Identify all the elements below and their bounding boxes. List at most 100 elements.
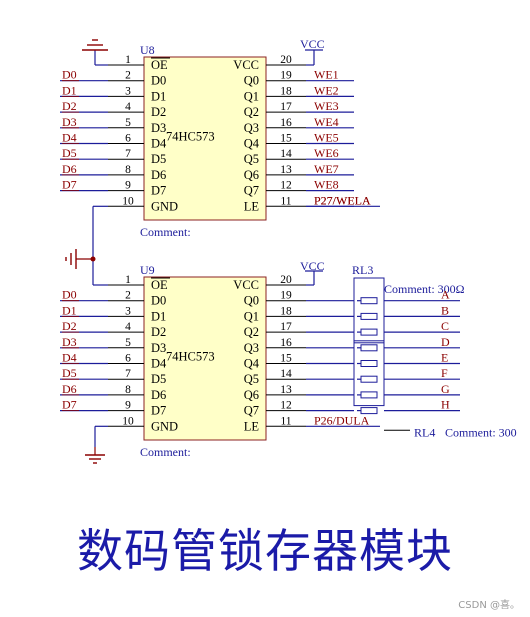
u9-ref: U9 <box>140 263 155 277</box>
u9-pin-number: 9 <box>125 400 131 412</box>
u9-pin-number: 4 <box>125 321 131 333</box>
u9-body <box>143 276 267 441</box>
u9-pin-number: 7 <box>125 368 131 380</box>
u9-pin-number: 10 <box>122 415 134 427</box>
u9-pin-number: 19 <box>280 290 292 302</box>
u8-pin-name: D2 <box>151 105 166 119</box>
u8-net-label-left: D1 <box>62 83 77 97</box>
u9-pin-name: Q1 <box>244 309 259 323</box>
u9-net-label-left: D2 <box>62 319 77 333</box>
u9-pin-name: Q6 <box>244 388 259 402</box>
u8-net-label-right: WE7 <box>314 162 339 176</box>
u8-net-label-right: P27/WELA <box>314 193 371 207</box>
u8-pin-name: Q4 <box>244 137 260 151</box>
u9-pin-name: Q4 <box>244 357 260 371</box>
u9-pin-number: 12 <box>280 400 292 412</box>
u9-net-label-left: D6 <box>62 382 77 396</box>
u9-pin-name: D3 <box>151 341 166 355</box>
u8-net-label-left: D6 <box>62 162 77 176</box>
segment-net-label: G <box>441 382 450 396</box>
u8-pin-number: 12 <box>280 180 292 192</box>
u9-pin-name: OE <box>151 278 168 292</box>
segment-net-label: A <box>441 288 450 302</box>
u8-pin-name: Q0 <box>244 74 259 88</box>
u8-pin-name: LE <box>244 199 260 213</box>
u9-pin-number: 8 <box>125 384 131 396</box>
u8-net-label-left: D0 <box>62 68 77 82</box>
rl3-body <box>353 277 385 344</box>
u9-net-label-left: D1 <box>62 303 77 317</box>
u9-pin-name: D7 <box>151 404 166 418</box>
u9-pin-name: Q0 <box>244 294 259 308</box>
u9-pin-name: Q5 <box>244 372 259 386</box>
resistor-element <box>360 375 378 383</box>
u8-pin-number: 15 <box>280 133 292 145</box>
caption-title: 数码管锁存器模块 <box>77 524 453 578</box>
segment-net-label: F <box>441 366 448 380</box>
u9-pin-name: Q3 <box>244 341 259 355</box>
u9-pin-name: D5 <box>151 372 166 386</box>
rl4-comment: Comment: 300 <box>445 425 517 439</box>
u8-pin-name: Q6 <box>244 168 259 182</box>
u9-pin-number: 15 <box>280 353 292 365</box>
u8-pin-name: VCC <box>233 58 259 72</box>
u9-net-label-left: D3 <box>62 335 77 349</box>
segment-net-label: C <box>441 319 449 333</box>
u9-pin-number: 2 <box>125 290 131 302</box>
u8-pin-number: 11 <box>280 195 291 207</box>
resistor-element <box>360 360 378 367</box>
u8-pin-number: 1 <box>125 54 131 66</box>
u8-pin-name: D7 <box>151 184 166 198</box>
u9-pin-number: 18 <box>280 305 292 317</box>
rl3-comment: Comment: 300Ω <box>384 282 465 296</box>
u9-le-net-label: P26/DULA <box>314 413 370 427</box>
schematic-static <box>65 206 108 286</box>
u9-pin-number: 16 <box>280 337 292 349</box>
u8-pin-name: D4 <box>151 137 167 151</box>
u8-pin-number: 14 <box>280 148 292 160</box>
u9-pin-number: 17 <box>280 321 292 333</box>
resistor-element <box>360 391 378 399</box>
resistor-element <box>360 407 378 415</box>
rl4-ref: RL4 <box>414 425 435 439</box>
u9-part-label: 74HC573 <box>166 350 215 364</box>
u8-net-label-right: WE8 <box>314 178 339 192</box>
segment-net-label: E <box>441 351 448 365</box>
u8-pin-name: D3 <box>151 121 166 135</box>
u9-vcc-label: VCC <box>300 259 325 273</box>
u8-pin-number: 8 <box>125 164 131 176</box>
u8-body <box>143 56 267 221</box>
u9-pin-name: Q7 <box>244 404 259 418</box>
u9-pin-number: 3 <box>125 305 131 317</box>
u8-pin-name: D1 <box>151 89 166 103</box>
u8-pin-name: OE <box>151 58 168 72</box>
u8-net-label-left: D2 <box>62 99 77 113</box>
u9-pin-name: VCC <box>233 278 259 292</box>
u8-net-label-right: WE6 <box>314 146 339 160</box>
u9-net-label-left: D5 <box>62 366 77 380</box>
u8-pin-number: 13 <box>280 164 292 176</box>
u8-pin-number: 9 <box>125 180 131 192</box>
u8-pin-name: Q2 <box>244 105 259 119</box>
u8-net-label-left: D4 <box>62 131 77 145</box>
u8-pin-name: Q7 <box>244 184 259 198</box>
u8-pin-number: 5 <box>125 117 131 129</box>
u9-pin-name: D6 <box>151 388 166 402</box>
resistor-element <box>360 344 378 352</box>
u8-comment: Comment: <box>140 225 191 239</box>
u9-pin-name: LE <box>244 419 260 433</box>
u9-pin-number: 14 <box>280 368 292 380</box>
u8-pin-name: Q3 <box>244 121 259 135</box>
u8-pin-name: GND <box>151 199 178 213</box>
u8-net-label-right: WE2 <box>314 83 339 97</box>
u8-ref: U8 <box>140 43 155 57</box>
u9-pin-name: Q2 <box>244 325 259 339</box>
u8-net-label-right: WE1 <box>314 68 339 82</box>
u9-pin-name: D0 <box>151 294 166 308</box>
credit-text: CSDN @喜。 <box>458 600 520 611</box>
u8-le-net-label: P27/WELA <box>314 193 371 207</box>
